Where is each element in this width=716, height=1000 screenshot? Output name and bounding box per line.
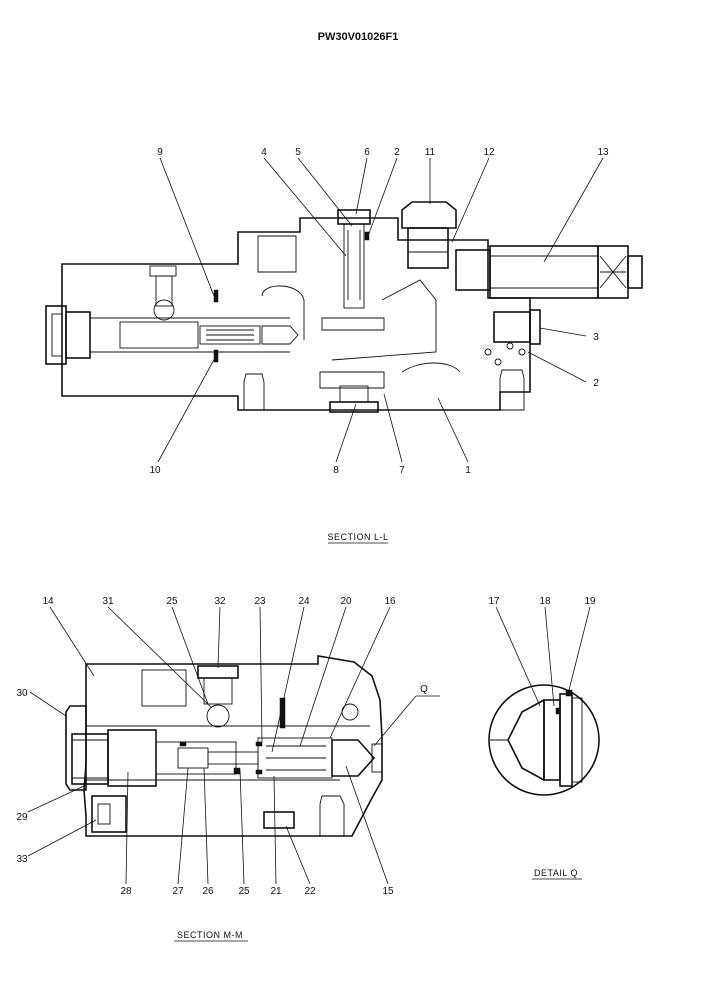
part-label: Q [420, 684, 428, 695]
part-label: 26 [202, 886, 214, 897]
part-label: 30 [16, 688, 28, 699]
drawing-id: PW30V01026F1 [318, 31, 399, 43]
part-label: 21 [270, 886, 282, 897]
part-label: 31 [102, 596, 114, 607]
section-mm-view: 14 31 25 32 23 24 20 16 Q 30 29 33 28 27… [16, 596, 440, 942]
detail-q-part-labels: 17 18 19 [488, 596, 596, 607]
part-label: 20 [340, 596, 352, 607]
section-mm-drawing [65, 655, 383, 837]
part-label: 14 [42, 596, 54, 607]
part-label: 10 [149, 465, 161, 476]
part-label: 2 [394, 147, 400, 158]
part-label: 27 [172, 886, 184, 897]
part-label: 29 [16, 812, 28, 823]
part-label: 5 [295, 147, 301, 158]
part-label: 32 [214, 596, 226, 607]
section-ll-part-labels: 9 4 5 6 2 11 12 13 3 2 1 7 8 10 [149, 147, 609, 476]
part-label: 15 [382, 886, 394, 897]
part-label: 11 [425, 147, 436, 158]
part-label: 19 [584, 596, 596, 607]
part-label: 3 [593, 332, 599, 343]
part-label: 8 [333, 465, 339, 476]
part-label: 23 [254, 596, 266, 607]
part-label: 7 [399, 465, 405, 476]
part-label: 4 [261, 147, 267, 158]
part-label: 17 [488, 596, 500, 607]
part-label: 24 [298, 596, 310, 607]
part-label: 18 [539, 596, 551, 607]
part-label: 16 [384, 596, 396, 607]
section-ll-caption: SECTION L-L [327, 532, 388, 542]
part-label: 25 [238, 886, 250, 897]
part-label: 28 [120, 886, 132, 897]
detail-q-drawing [488, 684, 600, 796]
section-mm-part-labels: 14 31 25 32 23 24 20 16 Q 30 29 33 28 27… [16, 596, 428, 897]
section-ll-leaders [157, 157, 604, 463]
section-mm-leaders [27, 606, 440, 885]
part-label: 13 [597, 147, 609, 158]
part-label: 22 [304, 886, 316, 897]
detail-q-caption: DETAIL Q [534, 868, 578, 878]
part-label: 2 [593, 378, 599, 389]
section-ll-drawing [45, 201, 643, 413]
part-label: 12 [483, 147, 495, 158]
part-label: 9 [157, 147, 163, 158]
detail-q-view: 17 18 19 DETAIL Q [488, 596, 600, 880]
section-mm-caption: SECTION M-M [177, 930, 243, 940]
part-label: 6 [364, 147, 370, 158]
section-ll-view: 9 4 5 6 2 11 12 13 3 2 1 7 8 10 SECTION … [45, 147, 643, 544]
part-label: 1 [465, 465, 471, 476]
part-label: 25 [166, 596, 178, 607]
detail-q-leaders [495, 606, 591, 707]
part-label: 33 [16, 854, 28, 865]
